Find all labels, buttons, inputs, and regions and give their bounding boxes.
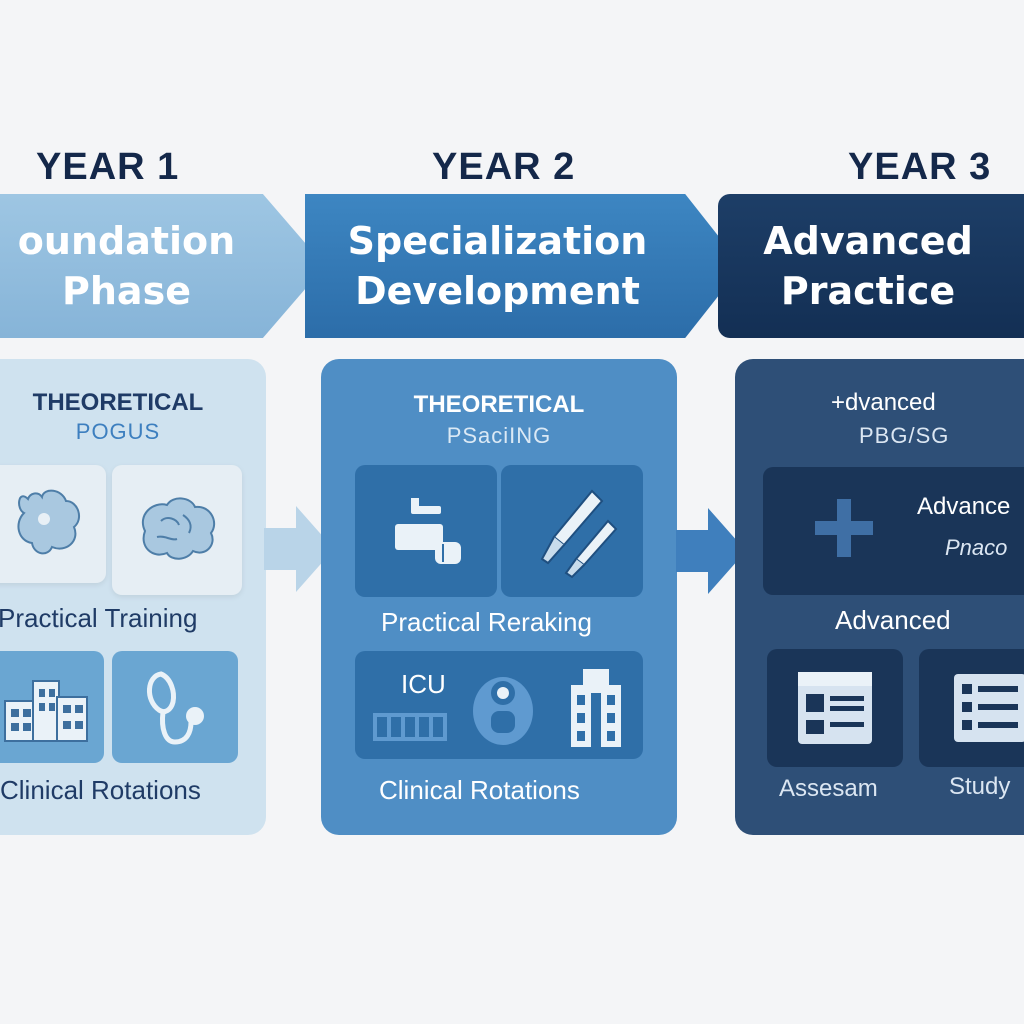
panel-2-practical-label: Practical Reraking [381,607,592,637]
year-2-heading: YEAR 2 [432,146,576,188]
panel-1-title: THEORETICAL [32,389,204,416]
monitor-bars-icon [373,713,447,741]
hospital-building-icon [4,680,88,742]
phase-1-chevron: oundation Phase [0,194,325,338]
phase-3-line1: Advanced [763,219,973,263]
advanced-card-title: Advance [917,493,1011,520]
phase-3-line2: Practice [780,269,956,313]
year-2-panel: THEORETICAL PSaciING Practical Reraking … [321,359,677,835]
phase-2-line1: Specialization [347,219,648,263]
phase-2-line2: Development [355,269,640,313]
panel-2-subtitle: PSaciING [446,423,552,448]
heart-organ-icon [17,489,81,555]
assessment-tile [767,649,903,767]
phase-1-line1: oundation [17,219,236,263]
panel-1-clinical-label: Clinical Rotations [0,775,201,805]
study-label: Study [949,773,1011,800]
panel-1-subtitle: POGUS [75,419,161,444]
hospital-tile [0,651,104,763]
heart-tile [0,465,106,583]
ultrasound-machine-tile [355,465,497,597]
year-3-panel: +dvanced PBG/SG Advance Pnaco Advanced A… [735,359,1024,835]
phase-1-line2: Phase [62,269,191,313]
panel-3-subtitle: PBG/SG [859,423,950,448]
panel-1-practical-label: Practical Training [0,603,198,633]
study-tile [919,649,1024,767]
panel-3-advanced-label: Advanced [835,605,951,635]
advanced-card-sub: Pnaco [945,535,1008,560]
stethoscope-icon [147,671,204,745]
assessment-label: Assesam [779,775,878,802]
panel-3-title: +dvanced [831,389,936,416]
year-1-panel: THEORETICAL POGUS Practical Training [0,359,266,835]
phase-2-chevron: Specialization Development [305,194,742,338]
stethoscope-tile [112,651,238,763]
arrow-right-icon [264,506,334,592]
assessment-form-icon [798,672,872,744]
phase-3-chevron: Advanced Practice [718,194,1024,338]
brain-organ-icon [142,497,216,560]
patient-icon [473,677,533,745]
arrow-right-icon [676,508,746,594]
ultrasound-probe-icon [540,489,618,579]
icu-label: ICU [401,669,446,699]
brain-tile [112,465,242,595]
plus-icon [815,499,873,557]
panel-2-title: THEORETICAL [413,391,585,418]
hospital-building-icon [571,669,621,747]
study-list-icon [954,674,1024,742]
year-1-heading: YEAR 1 [36,146,180,188]
advanced-card [763,467,1024,595]
ultrasound-probe-tile [501,465,643,597]
year-3-heading: YEAR 3 [848,146,992,188]
ultrasound-machine-icon [395,498,461,564]
panel-2-clinical-label: Clinical Rotations [379,775,580,805]
